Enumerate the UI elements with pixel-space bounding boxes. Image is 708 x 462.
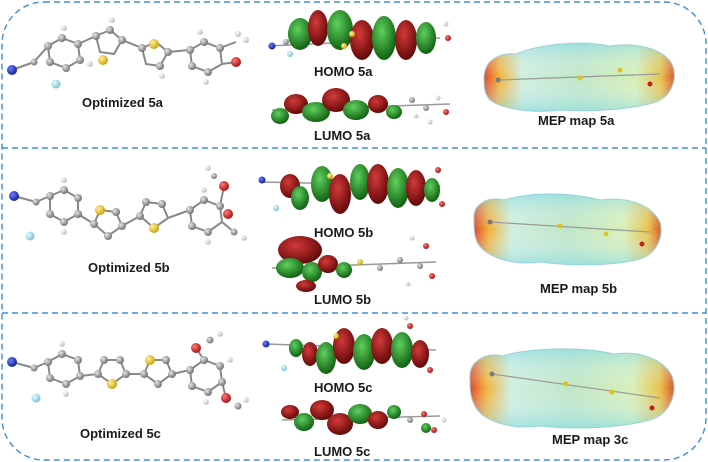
optimized-structure-5c xyxy=(7,331,249,410)
label-mep-5a: MEP map 5a xyxy=(538,113,615,128)
homo-orbital-5c xyxy=(262,315,437,374)
oxygen-atom xyxy=(221,393,231,403)
label-mep-3c: MEP map 3c xyxy=(552,432,628,447)
sulfur-atom xyxy=(107,379,117,389)
optimized-structure-5a xyxy=(7,17,249,89)
label-homo-5b: HOMO 5b xyxy=(314,225,373,240)
oxygen-atom xyxy=(191,343,201,353)
mep-map-5c xyxy=(469,348,675,429)
nitrogen-atom xyxy=(7,65,17,75)
sulfur-atom xyxy=(95,205,105,215)
label-homo-5a: HOMO 5a xyxy=(314,64,373,79)
label-lumo-5c: LUMO 5c xyxy=(314,444,370,459)
label-optimized-5c: Optimized 5c xyxy=(80,426,161,441)
fluorine-atom xyxy=(25,231,35,241)
sulfur-atom xyxy=(149,223,159,233)
optimized-structure-5b xyxy=(9,165,247,245)
label-homo-5c: HOMO 5c xyxy=(314,380,373,395)
sulfur-atom xyxy=(145,355,155,365)
sulfur-atom xyxy=(149,39,159,49)
mep-map-5a xyxy=(483,42,675,112)
fluorine-atom xyxy=(51,79,61,89)
label-lumo-5a: LUMO 5a xyxy=(314,128,371,143)
row-5c: Optimized 5c HOMO 5c xyxy=(7,315,675,459)
label-optimized-5a: Optimized 5a xyxy=(82,95,164,110)
mep-map-5b xyxy=(473,193,662,266)
lumo-orbital-5b xyxy=(271,235,437,292)
oxygen-atom xyxy=(231,57,241,67)
label-optimized-5b: Optimized 5b xyxy=(88,260,170,275)
oxygen-atom xyxy=(219,181,229,191)
lumo-orbital-5c xyxy=(281,400,447,435)
row-5b: Optimized 5b HOMO 5b xyxy=(9,164,662,307)
nitrogen-atom xyxy=(7,357,17,367)
row-5a: Optimized 5a HOMO 5a xyxy=(7,10,675,143)
label-lumo-5b: LUMO 5b xyxy=(314,292,371,307)
nitrogen-atom xyxy=(9,191,19,201)
sulfur-atom xyxy=(98,55,108,65)
lumo-orbital-5a xyxy=(271,88,451,125)
homo-orbital-5b xyxy=(258,164,445,214)
oxygen-atom xyxy=(223,209,233,219)
label-mep-5b: MEP map 5b xyxy=(540,281,617,296)
homo-orbital-5a xyxy=(267,10,451,60)
fluorine-atom xyxy=(31,393,41,403)
